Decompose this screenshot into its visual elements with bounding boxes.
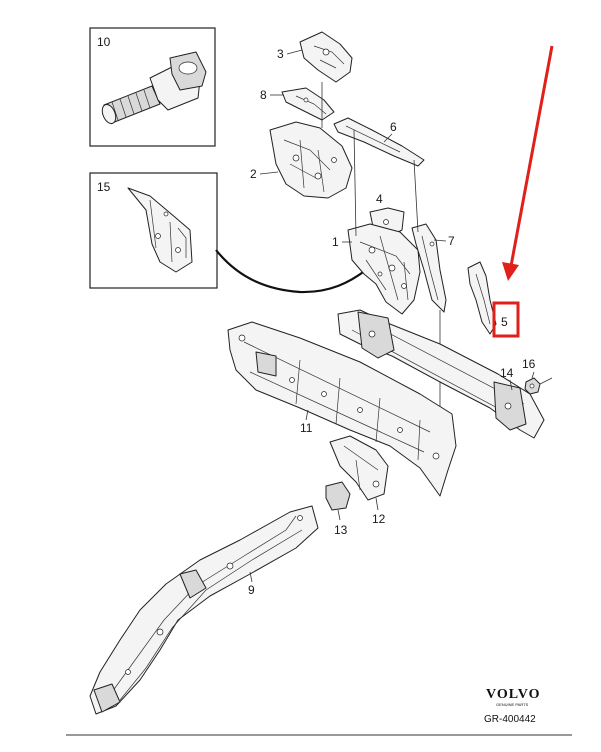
part-13: 13 [325,481,351,537]
part-1: 1 [332,223,421,315]
part-3: 3 [277,31,353,83]
part-16: 16 [522,357,553,395]
callout-9: 9 [248,583,255,597]
part-7: 7 [411,223,455,313]
connector-line [215,249,367,294]
bracket-illustration [127,187,193,273]
bolt-illustration [101,51,207,125]
part-14: 14 [337,309,545,439]
part-12: 12 [329,435,389,526]
brand-logo: VOLVO [486,687,541,702]
callout-5-highlight: 5 [492,301,520,338]
part-11: 11 [227,321,457,497]
red-arrow [502,45,554,281]
callout-16: 16 [522,357,536,371]
callout-11: 11 [300,421,313,435]
part-2: 2 [250,121,353,199]
callout-1: 1 [332,235,339,249]
callout-2: 2 [250,167,257,181]
callout-7: 7 [448,234,455,248]
highlight-box [492,301,520,338]
part-8: 8 [260,87,335,121]
inset-bolt: 10 [89,27,216,147]
callout-12: 12 [372,512,386,526]
callout-15: 15 [97,180,111,194]
part-6: 6 [333,117,425,167]
callout-6: 6 [390,120,397,134]
callout-4: 4 [376,192,383,206]
callout-13: 13 [334,523,348,537]
part-5 [467,261,497,335]
brand-block: VOLVO GENUINE PARTS GR-400442 [484,687,541,725]
callout-10: 10 [97,35,111,49]
callout-8: 8 [260,88,267,102]
callout-14: 14 [500,366,514,380]
callout-3: 3 [277,47,284,61]
part-9: 9 [89,505,319,715]
callout-5: 5 [501,315,508,329]
brand-tagline: GENUINE PARTS [496,702,529,707]
inset-bracket: 15 [89,172,218,289]
diagram-reference: GR-400442 [484,714,536,725]
